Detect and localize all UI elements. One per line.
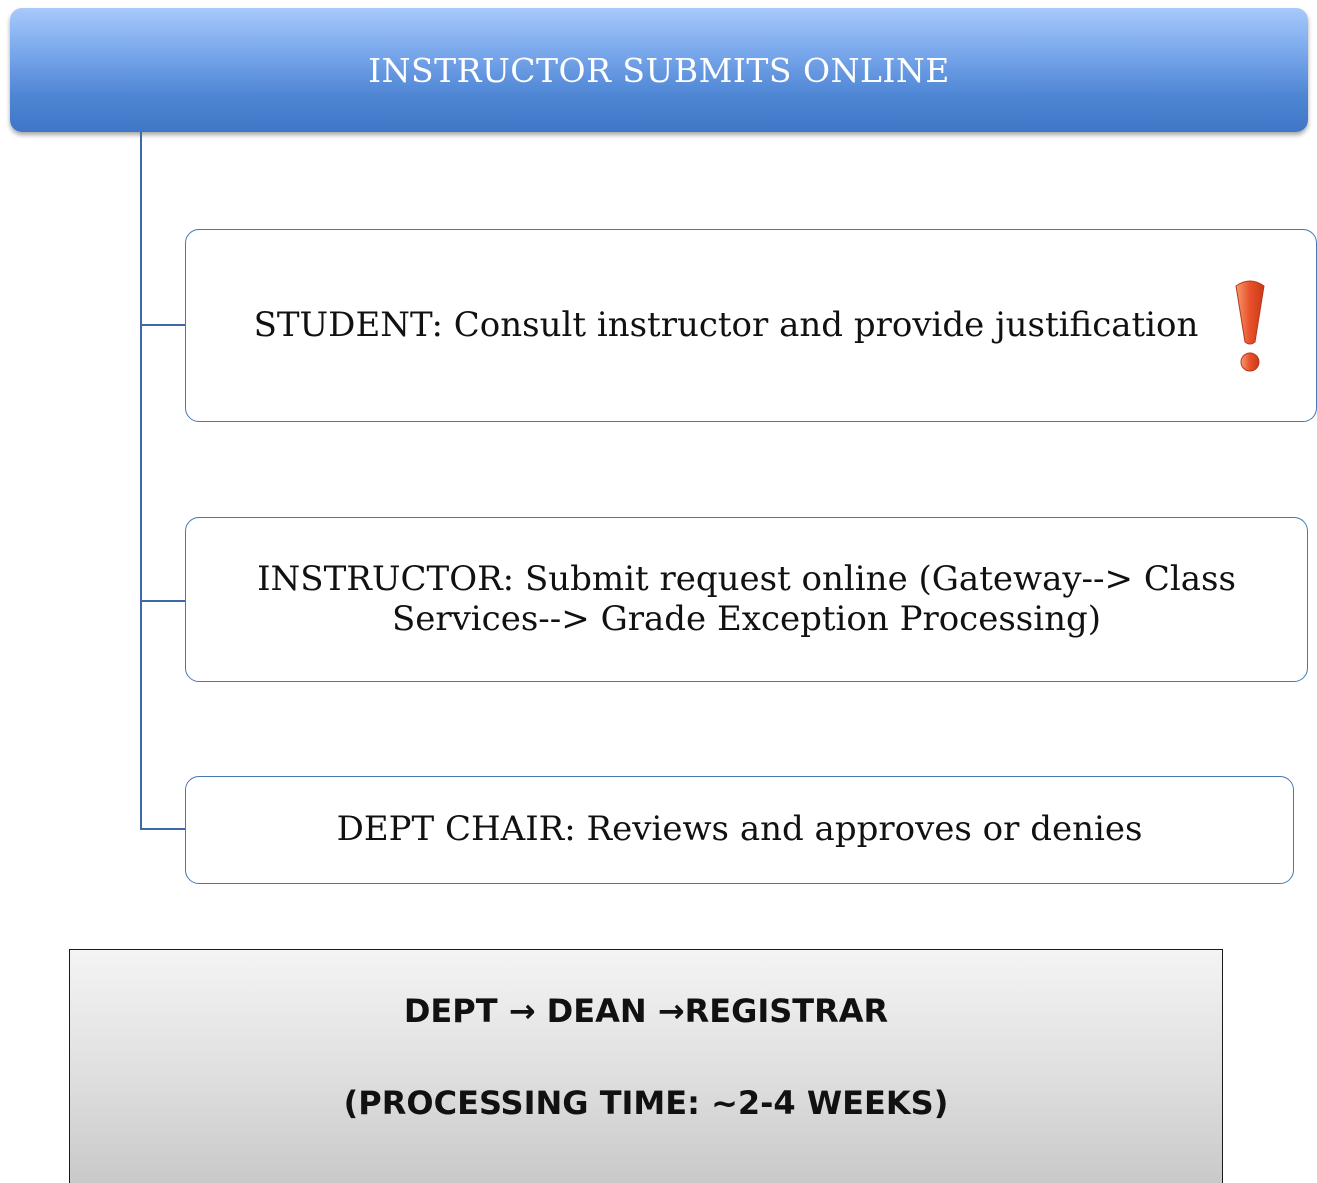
- connector-trunk: [140, 132, 142, 829]
- connector-branch-1: [140, 324, 186, 326]
- step-text-instructor: INSTRUCTOR: Submit request online (Gatew…: [257, 559, 1236, 639]
- routing-box: DEPT → DEAN →REGISTRAR (PROCESSING TIME:…: [69, 949, 1223, 1183]
- step-box-student: STUDENT: Consult instructor and provide …: [185, 229, 1317, 422]
- processing-time: (PROCESSING TIME: ~2-4 WEEKS): [343, 1084, 949, 1122]
- header-title: INSTRUCTOR SUBMITS ONLINE: [368, 50, 950, 90]
- step-box-instructor: INSTRUCTOR: Submit request online (Gatew…: [185, 517, 1308, 682]
- exclamation-icon: [1235, 280, 1265, 372]
- routing-path: DEPT → DEAN →REGISTRAR: [403, 992, 889, 1030]
- connector-branch-3: [140, 828, 186, 830]
- header-box: INSTRUCTOR SUBMITS ONLINE: [10, 8, 1308, 132]
- step-text-dept-chair: DEPT CHAIR: Reviews and approves or deni…: [336, 809, 1143, 850]
- step-box-dept-chair: DEPT CHAIR: Reviews and approves or deni…: [185, 776, 1294, 884]
- connector-branch-2: [140, 600, 186, 602]
- step-text-student: STUDENT: Consult instructor and provide …: [253, 304, 1199, 345]
